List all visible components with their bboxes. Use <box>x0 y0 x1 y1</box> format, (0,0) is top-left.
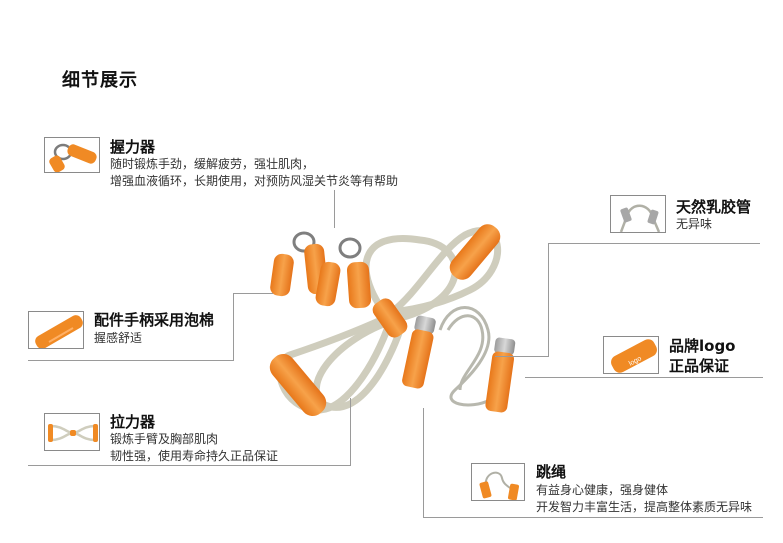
leader-grip-v <box>334 190 335 228</box>
latex-title: 天然乳胶管 <box>676 198 752 216</box>
brand-title-line2: 正品保证 <box>669 357 730 375</box>
jump-rope-handle-left <box>402 315 436 389</box>
grip-thumbnail-image <box>49 143 97 172</box>
expander-handle-top <box>449 224 501 280</box>
leader-handle-h2 <box>233 293 273 294</box>
hand-grip-right <box>315 237 372 309</box>
expander-desc-line2: 韧性强，使用寿命持久正品保证 <box>110 449 279 463</box>
brand-thumbnail-image: logo <box>611 339 657 373</box>
expander-tube-lower <box>276 311 396 414</box>
expander-desc-line1: 锻炼手臂及胸部肌肉 <box>110 432 219 446</box>
leader-handle-h <box>28 360 233 361</box>
rope-thumbnail-image <box>479 471 519 500</box>
brand-title-line1: 品牌logo <box>669 337 736 355</box>
jump-rope-handle-right <box>485 337 516 413</box>
expander-tube-upper <box>389 227 502 316</box>
grip-thumbnail <box>44 137 100 173</box>
leader-latex-v <box>548 243 549 356</box>
leader-latex-h <box>495 356 549 357</box>
leader-handle-v <box>233 293 234 361</box>
grip-title: 握力器 <box>110 138 156 156</box>
handle-thumbnail <box>28 311 84 349</box>
expander-handle-bottom <box>269 353 327 417</box>
expander-title: 拉力器 <box>110 413 156 431</box>
hand-grip-product <box>270 231 372 309</box>
grip-desc-line2: 增强血液循环，长期使用，对预防风湿关节炎等有帮助 <box>110 174 399 188</box>
leader-rope-v <box>423 408 424 518</box>
expander-thumbnail <box>44 413 100 451</box>
handle-thumbnail-image <box>35 315 83 348</box>
handle-desc-line1: 握感舒适 <box>94 331 143 345</box>
latex-thumbnail-image <box>619 204 661 232</box>
brand-thumbnail: logo <box>603 336 659 374</box>
latex-desc-line1: 无异味 <box>676 217 713 231</box>
leader-latex-h2 <box>548 243 760 244</box>
expander-center-grip <box>372 298 408 338</box>
latex-thumbnail <box>610 195 666 233</box>
leader-brand-h <box>525 377 763 378</box>
rope-desc-line2: 开发智力丰富生活，提高整体素质无异味 <box>536 500 753 514</box>
leader-expander-v <box>350 398 351 466</box>
leader-rope-h <box>423 517 763 518</box>
handle-title: 配件手柄采用泡棉 <box>94 311 215 329</box>
page-title: 细节展示 <box>62 70 138 91</box>
expander-product <box>269 224 502 417</box>
rope-desc-line1: 有益身心健康，强身健体 <box>536 483 669 497</box>
grip-desc-line1: 随时锻炼手劲，缓解疲劳，强壮肌肉， <box>110 157 315 171</box>
jump-rope-product <box>402 306 516 413</box>
expander-thumbnail-image <box>48 424 98 442</box>
rope-title: 跳绳 <box>536 463 567 481</box>
rope-thumbnail <box>471 463 525 501</box>
leader-expander-h <box>28 465 350 466</box>
